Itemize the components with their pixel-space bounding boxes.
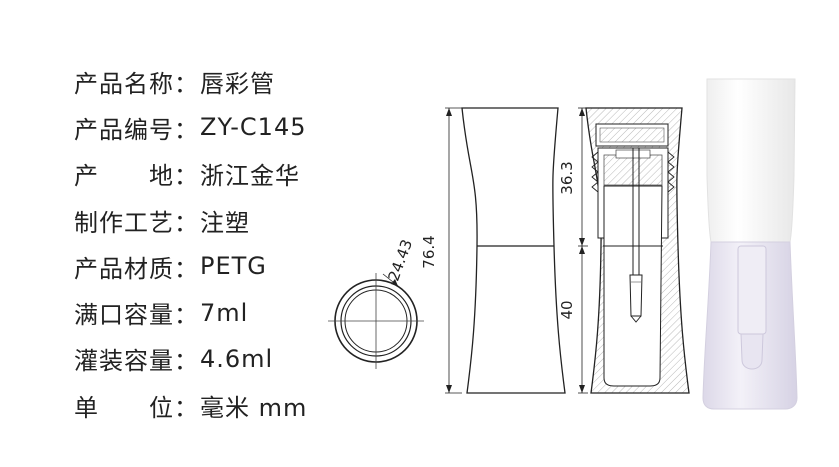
spec-colon: ： xyxy=(174,208,199,237)
front-view xyxy=(461,107,566,394)
arrow-icon xyxy=(579,108,585,116)
spec-label: 产品名称 xyxy=(74,69,174,98)
spec-label: 灌装容量 xyxy=(74,347,174,376)
spec-row-unit: 单 位：毫米 mm xyxy=(74,382,307,428)
section-dimensions: 36.3 40 xyxy=(558,107,588,394)
spec-value: 浙江金华 xyxy=(200,162,300,191)
spec-list: 产品名称：唇彩管 产品编号：ZY-C145 产 地：浙江金华 制作工艺：注塑 产… xyxy=(74,58,307,428)
diameter-label: 24.43 xyxy=(384,237,416,284)
spec-row-process: 制作工艺：注塑 xyxy=(74,197,307,243)
height-label: 76.4 xyxy=(420,235,438,268)
spec-row-code: 产品编号：ZY-C145 xyxy=(74,104,307,150)
spec-colon: ： xyxy=(174,347,199,376)
body-height-label: 40 xyxy=(558,300,576,319)
spec-label: 产 地 xyxy=(74,162,174,191)
spec-value: ZY-C145 xyxy=(200,113,307,142)
top-view: 24.43 xyxy=(328,237,424,369)
spec-label: 满口容量 xyxy=(74,301,174,330)
product-wand xyxy=(737,245,767,335)
spec-colon: ： xyxy=(174,301,199,330)
spec-value: 注塑 xyxy=(200,208,250,237)
spec-value: 7ml xyxy=(200,298,249,327)
spec-label: 制作工艺 xyxy=(74,208,174,237)
arrow-icon xyxy=(579,385,585,393)
spec-value: 唇彩管 xyxy=(200,69,275,98)
spec-colon: ： xyxy=(174,393,199,422)
spec-colon: ： xyxy=(174,69,199,98)
spec-value: 毫米 mm xyxy=(200,393,308,422)
product-render xyxy=(702,78,798,410)
spec-colon: ： xyxy=(174,162,199,191)
cap-height-label: 36.3 xyxy=(558,161,576,194)
spec-row-fill-capacity: 灌装容量：4.6ml xyxy=(74,336,307,382)
spec-label: 产品材质 xyxy=(74,254,174,283)
spec-value: 4.6ml xyxy=(200,344,274,373)
spec-label: 单 位 xyxy=(74,393,174,422)
spec-row-material: 产品材质：PETG xyxy=(74,243,307,289)
spec-label: 产品编号 xyxy=(74,115,174,144)
spec-value: PETG xyxy=(200,252,267,281)
arrow-icon xyxy=(391,279,398,286)
spec-colon: ： xyxy=(174,254,199,283)
product-applicator xyxy=(740,333,764,370)
spec-row-origin: 产 地：浙江金华 xyxy=(74,151,307,197)
arrow-icon xyxy=(446,385,452,393)
arrow-icon xyxy=(579,238,585,246)
height-dimension: 76.4 xyxy=(420,107,462,394)
spec-row-name: 产品名称：唇彩管 xyxy=(74,58,307,104)
arrow-icon xyxy=(579,246,585,254)
spec-colon: ： xyxy=(174,115,199,144)
section-view xyxy=(585,107,690,394)
arrow-icon xyxy=(446,108,452,116)
spec-row-full-capacity: 满口容量：7ml xyxy=(74,289,307,335)
product-cap xyxy=(706,78,796,243)
